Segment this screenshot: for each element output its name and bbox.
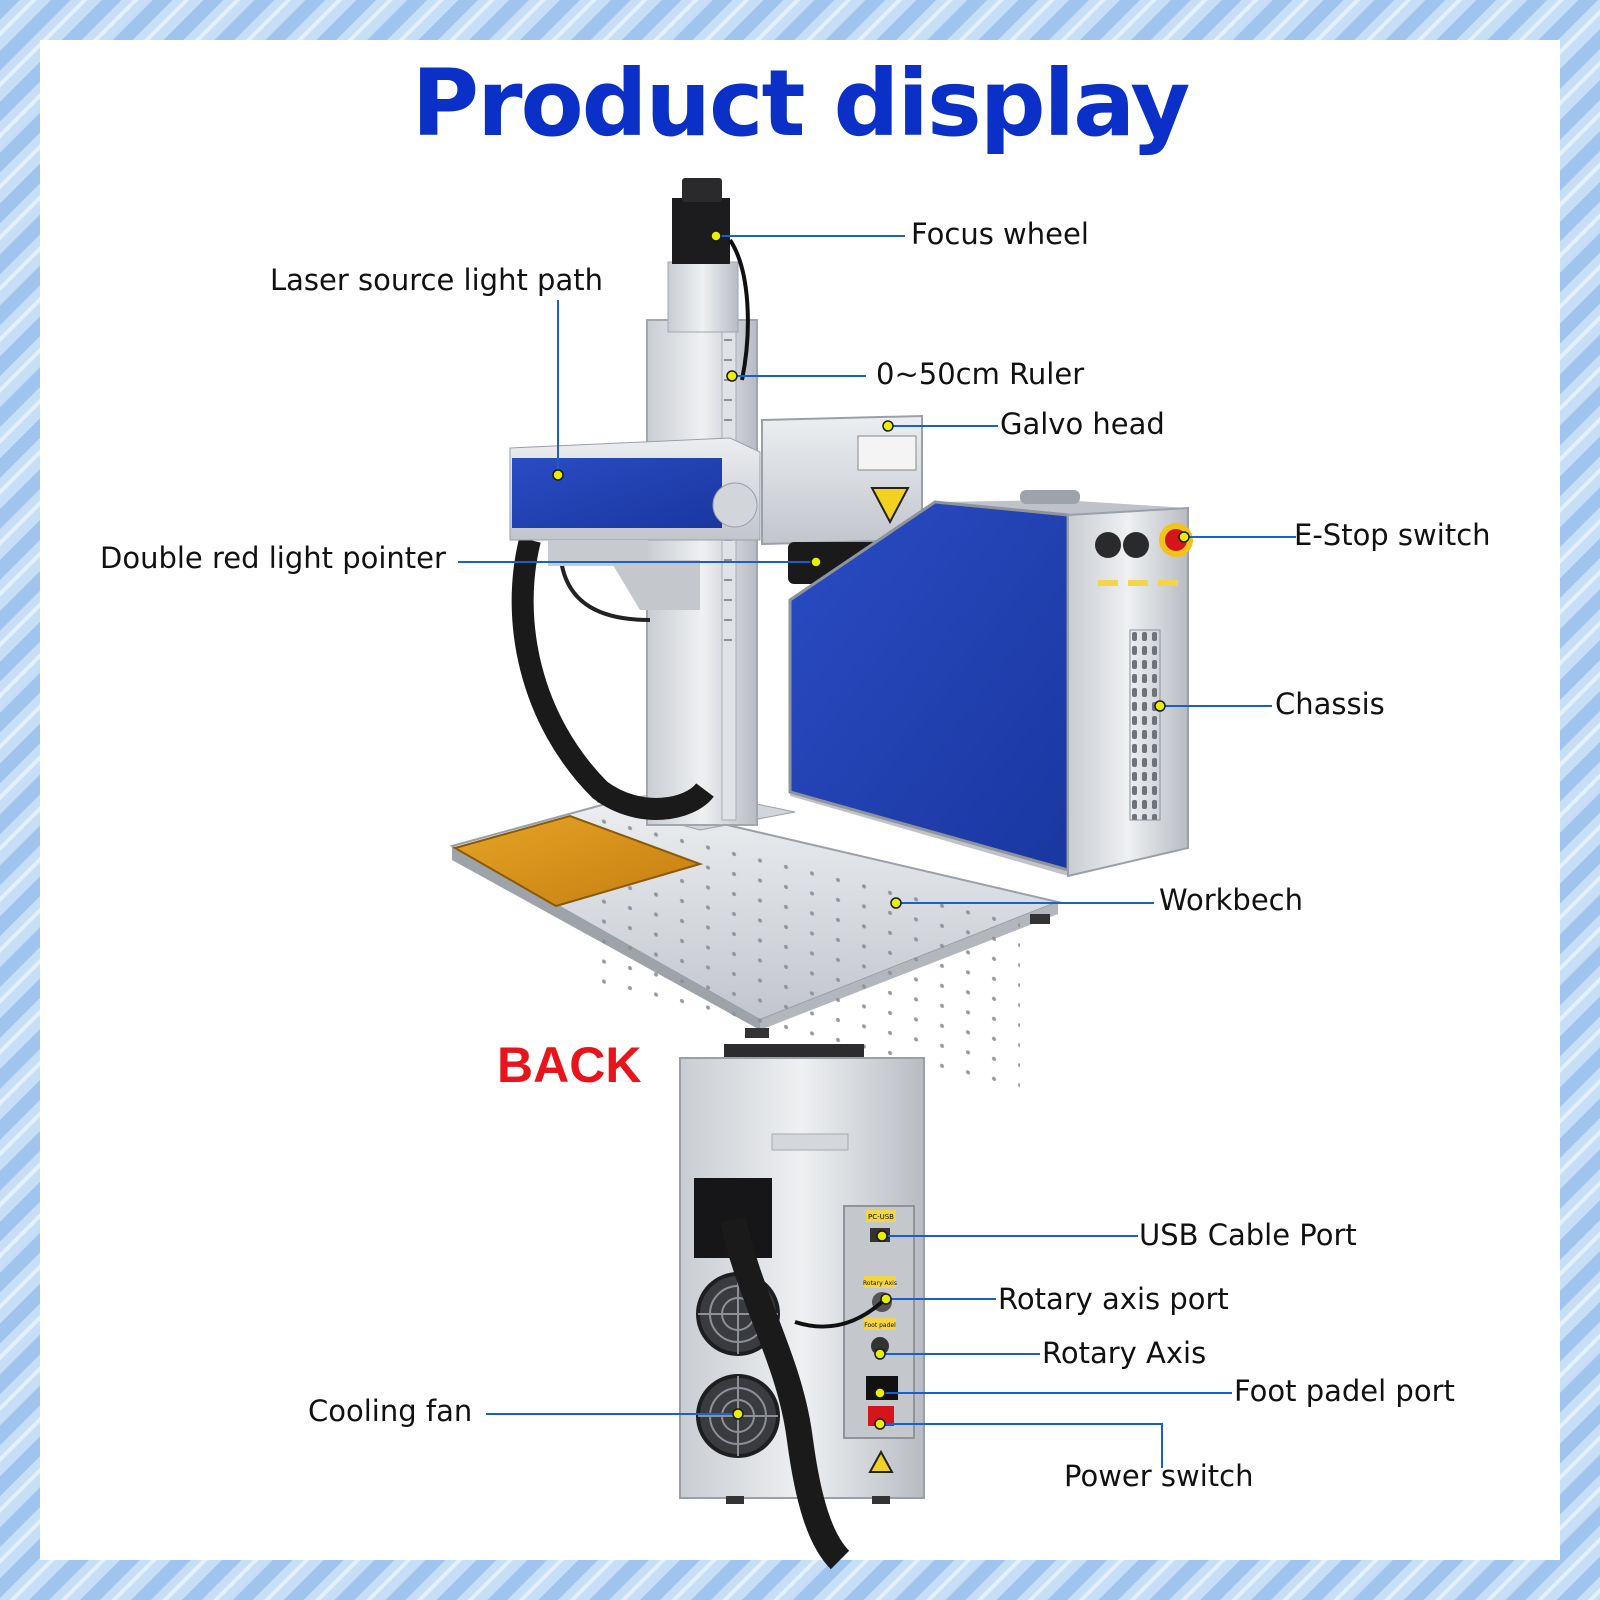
callout-chassis: Chassis bbox=[1275, 687, 1385, 721]
marker-dots bbox=[552, 230, 1190, 1430]
focus-knob bbox=[682, 178, 722, 202]
arm-blue-panel bbox=[512, 458, 722, 528]
callout-foot-pedal-port: Foot padel port bbox=[1234, 1374, 1455, 1408]
galvo-head bbox=[761, 414, 923, 546]
panel-label-usb: PC-USB bbox=[868, 1213, 894, 1221]
callout-rotary-axis-port: Rotary axis port bbox=[998, 1282, 1229, 1316]
panel-label-rotary: Rotary Axis bbox=[863, 1280, 897, 1287]
callout-ruler: 0~50cm Ruler bbox=[876, 357, 1085, 391]
callout-power-switch: Power switch bbox=[1064, 1459, 1254, 1493]
leader-lines bbox=[458, 235, 1296, 1468]
front-machine bbox=[449, 178, 1193, 1090]
page-title: Product display bbox=[411, 50, 1191, 157]
callout-usb-cable-port: USB Cable Port bbox=[1139, 1218, 1357, 1252]
callout-e-stop-switch: E-Stop switch bbox=[1294, 518, 1491, 552]
panel-label-foot: Foot padel bbox=[864, 1322, 896, 1329]
callout-workbench: Workbech bbox=[1159, 883, 1304, 917]
callout-focus-wheel: Focus wheel bbox=[911, 217, 1089, 251]
callout-galvo-head: Galvo head bbox=[1000, 407, 1165, 441]
callout-double-red-light-pointer: Double red light pointer bbox=[100, 541, 446, 575]
amber-sheet bbox=[452, 814, 704, 908]
back-view-label: BACK bbox=[497, 1037, 642, 1093]
callout-laser-source-light-path: Laser source light path bbox=[270, 263, 603, 297]
back-machine: PC-USB Rotary Axis Foot padel bbox=[679, 1044, 925, 1570]
callout-cooling-fan: Cooling fan bbox=[308, 1394, 473, 1428]
armored-cable bbox=[511, 537, 714, 820]
callout-rotary-axis: Rotary Axis bbox=[1042, 1336, 1207, 1370]
back-armored-cable bbox=[720, 1217, 850, 1570]
focus-motor bbox=[672, 198, 730, 264]
